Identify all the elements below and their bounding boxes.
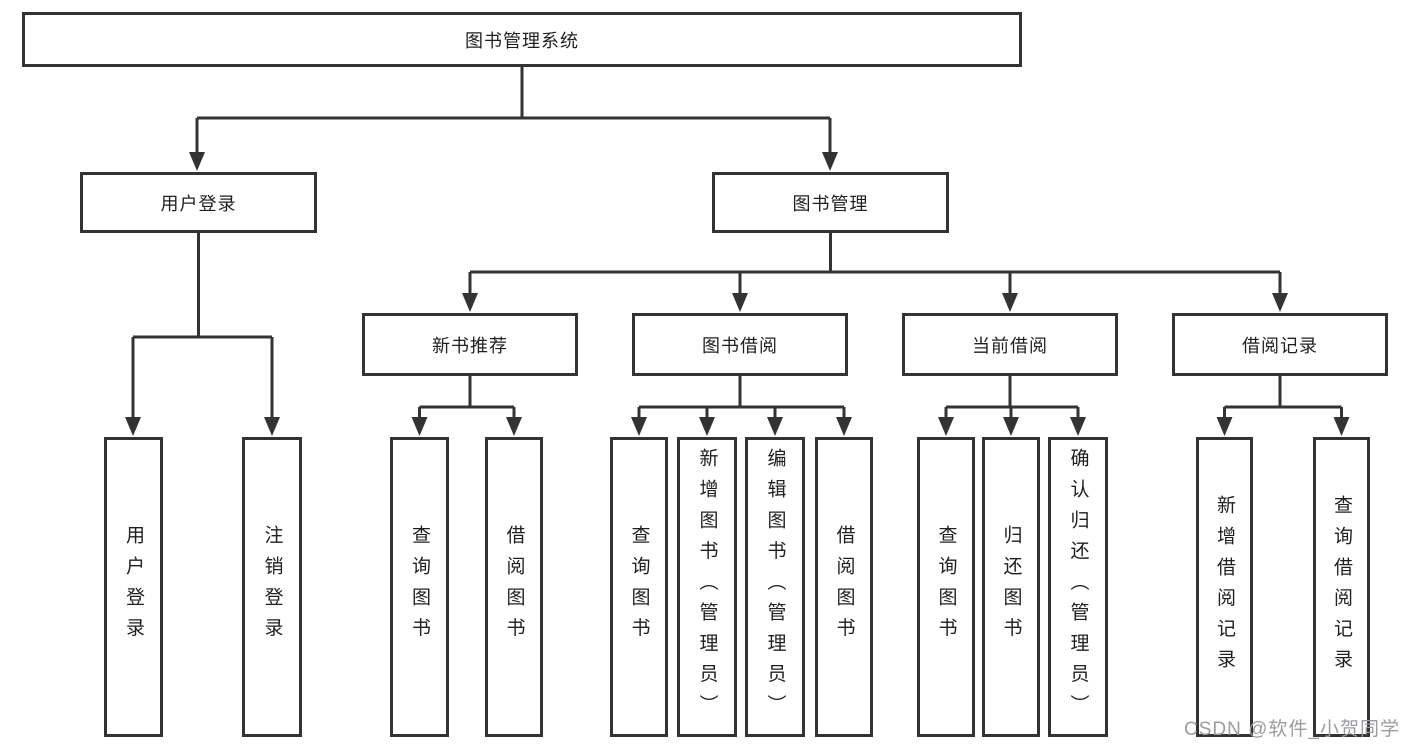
leaf-borrow-books-label: 借阅图书 [833, 525, 855, 649]
leaf-borrowing-query-books: 查询图书 [610, 437, 668, 737]
leaf-add-books-admin: 新增图书（管理员） [677, 437, 737, 737]
leaf-return-books: 归还图书 [982, 437, 1040, 737]
node-new-book-recommend: 新书推荐 [362, 313, 578, 376]
leaf-logout: 注销登录 [242, 437, 302, 737]
node-root: 图书管理系统 [22, 12, 1022, 67]
tree-edges [131, 67, 1343, 418]
leaf-current-query-books: 查询图书 [917, 437, 975, 737]
leaf-borrow-books: 借阅图书 [815, 437, 873, 737]
node-root-label: 图书管理系统 [465, 30, 579, 51]
leaf-borrowing-query-books-label: 查询图书 [628, 525, 650, 649]
node-new-book-recommend-label: 新书推荐 [432, 335, 508, 356]
leaf-query-borrow-record-label: 查询借阅记录 [1331, 494, 1352, 680]
leaf-confirm-return-admin-label: 确认归还（管理员） [1067, 448, 1089, 726]
node-borrowing-records: 借阅记录 [1172, 313, 1388, 376]
leaf-return-books-label: 归还图书 [1000, 525, 1022, 649]
leaf-user-login-label: 用户登录 [123, 525, 144, 649]
node-book-borrowing-label: 图书借阅 [702, 335, 778, 356]
leaf-edit-books-admin-label: 编辑图书（管理员） [764, 448, 786, 726]
node-user-login-label: 用户登录 [160, 193, 237, 214]
node-user-login: 用户登录 [80, 172, 317, 233]
leaf-edit-books-admin: 编辑图书（管理员） [745, 437, 805, 737]
leaf-recommend-borrow-books-label: 借阅图书 [503, 525, 525, 649]
leaf-recommend-query-books: 查询图书 [390, 437, 449, 737]
node-current-borrowing: 当前借阅 [902, 313, 1118, 376]
node-book-borrowing: 图书借阅 [632, 313, 848, 376]
leaf-recommend-query-books-label: 查询图书 [409, 525, 430, 649]
leaf-user-login: 用户登录 [104, 437, 163, 737]
node-book-management-label: 图书管理 [792, 193, 869, 214]
leaf-logout-label: 注销登录 [261, 525, 283, 649]
leaf-query-borrow-record: 查询借阅记录 [1313, 437, 1370, 737]
csdn-watermark: CSDN @软件_小贺同学 [1184, 719, 1400, 740]
node-book-management: 图书管理 [712, 172, 949, 233]
node-borrowing-records-label: 借阅记录 [1242, 335, 1318, 356]
arrowheads [125, 152, 1350, 436]
leaf-add-books-admin-label: 新增图书（管理员） [696, 448, 718, 726]
leaf-add-borrow-record: 新增借阅记录 [1196, 437, 1253, 737]
leaf-confirm-return-admin: 确认归还（管理员） [1048, 437, 1108, 737]
node-current-borrowing-label: 当前借阅 [972, 335, 1048, 356]
leaf-add-borrow-record-label: 新增借阅记录 [1214, 494, 1235, 680]
leaf-recommend-borrow-books: 借阅图书 [485, 437, 543, 737]
leaf-current-query-books-label: 查询图书 [935, 525, 957, 649]
